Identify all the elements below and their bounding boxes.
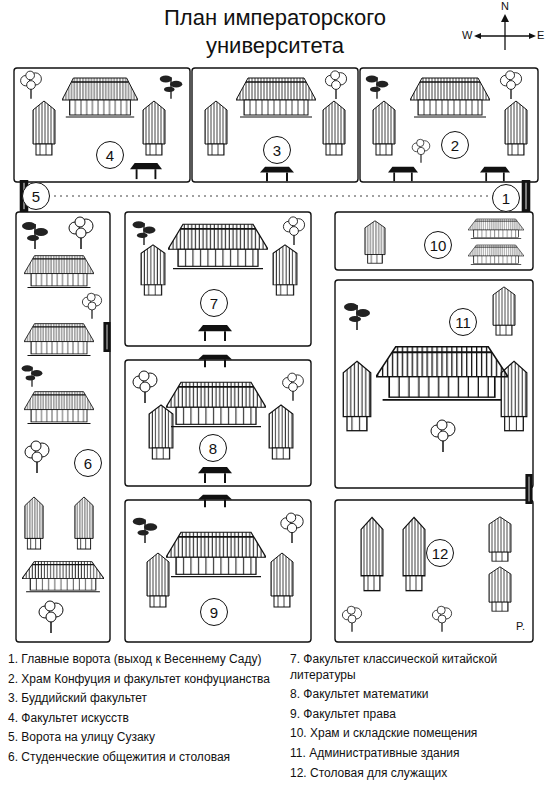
- legend-entry: 6. Студенческие общежития и столовая: [8, 750, 280, 766]
- callout-circle: 1: [492, 184, 520, 212]
- callout-number: 6: [84, 455, 92, 472]
- callout-number: 7: [210, 295, 218, 312]
- compound-12: [342, 517, 511, 632]
- legend-entry: 12. Столовая для служащих: [290, 766, 542, 782]
- callout-number: 8: [209, 440, 217, 457]
- compound-7: [133, 217, 305, 341]
- legend-entry: 5. Ворота на улицу Сузаку: [8, 730, 280, 746]
- compound-10: [365, 219, 524, 265]
- compass-letter: W: [462, 29, 472, 41]
- compound-6: [22, 217, 104, 633]
- callout-circle: 9: [200, 598, 228, 626]
- compass-letter: N: [501, 0, 509, 12]
- callout-number: 12: [432, 545, 449, 562]
- legend-entry: 3. Буддийский факультет: [8, 691, 280, 707]
- compound-11: [343, 287, 527, 452]
- callout-circle: 6: [74, 449, 102, 477]
- legend-entry: 10. Храм и складские помещения: [290, 726, 542, 742]
- callout-number: 5: [32, 188, 40, 205]
- legend-column: 1. Главные ворота (выход к Весеннему Сад…: [8, 652, 280, 766]
- callout-circle: 8: [199, 434, 227, 462]
- callout-circle: 4: [96, 141, 124, 169]
- callout-number: 10: [430, 237, 447, 254]
- compound-9: [133, 495, 303, 607]
- artist-signature: P.: [516, 620, 525, 632]
- callout-number: 4: [106, 147, 114, 164]
- road-gates: [20, 180, 533, 504]
- compound-walls: [14, 68, 538, 642]
- callout-circle: 12: [426, 539, 454, 567]
- compass: [474, 14, 536, 50]
- legend-entry: 4. Факультет искусств: [8, 711, 280, 727]
- callout-circle: 5: [22, 182, 50, 210]
- legend-entry: 11. Административные здания: [290, 746, 542, 762]
- callout-circle: 11: [449, 308, 477, 336]
- compound-4: [21, 71, 183, 179]
- compound-2: [366, 71, 527, 181]
- callout-circle: 7: [200, 289, 228, 317]
- callout-number: 3: [273, 142, 281, 159]
- map-title: План императорского университета: [110, 4, 440, 59]
- compound-3: [205, 71, 347, 181]
- legend-entry: 8. Факультет математики: [290, 687, 542, 703]
- callout-circle: 3: [263, 136, 291, 164]
- callout-circle: 2: [441, 131, 469, 159]
- compass-letter: E: [537, 29, 544, 41]
- callout-number: 11: [455, 314, 471, 331]
- legend-column: 7. Факультет классической китайской лите…: [290, 652, 542, 781]
- legend-entry: 7. Факультет классической китайской лите…: [290, 652, 542, 683]
- callout-circle: 10: [424, 231, 452, 259]
- compound-8: [133, 355, 303, 483]
- legend-entry: 1. Главные ворота (выход к Весеннему Сад…: [8, 652, 280, 668]
- legend-entry: 2. Храм Конфуция и факультет конфуцианст…: [8, 672, 280, 688]
- legend-entry: 9. Факультет права: [290, 707, 542, 723]
- callout-number: 1: [502, 190, 510, 207]
- callout-number: 9: [210, 604, 218, 621]
- callout-number: 2: [451, 137, 459, 154]
